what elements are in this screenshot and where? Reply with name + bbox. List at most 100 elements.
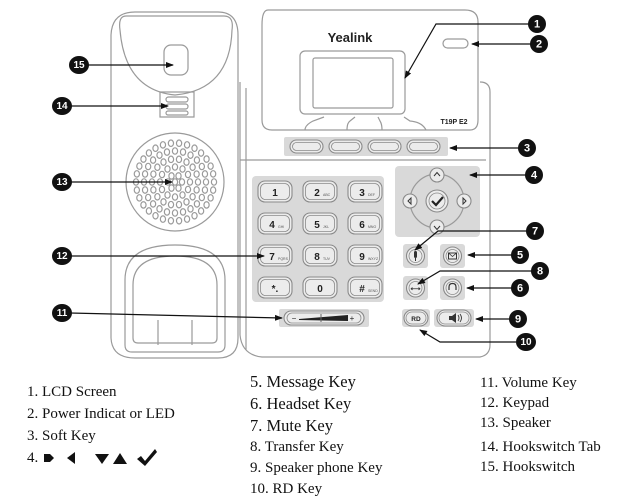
legend-item-4: 4. <box>27 447 175 469</box>
keypad-key-*.[interactable]: *. <box>257 276 293 299</box>
speaker-hole <box>168 184 175 192</box>
ok-key[interactable] <box>425 189 449 213</box>
speaker-hole <box>163 148 171 156</box>
speaker-hole <box>201 170 209 178</box>
speaker-hole <box>152 211 159 220</box>
speaker-hole <box>178 178 186 186</box>
phone-base <box>239 81 491 358</box>
rd-key[interactable]: RD <box>402 309 430 327</box>
speaker-icon <box>449 313 462 323</box>
speaker-hole <box>158 185 166 194</box>
nav-up-key[interactable] <box>429 167 445 183</box>
speaker-hole <box>187 151 194 159</box>
callout-11: 11 <box>52 304 72 322</box>
headset-key[interactable] <box>440 276 465 300</box>
soft-key-3[interactable] <box>367 139 402 154</box>
legend-item-15: 15. Hookswitch <box>480 459 575 475</box>
callout-5: 5 <box>511 246 529 264</box>
callout-10: 10 <box>516 333 536 351</box>
speaker-hole <box>183 215 191 223</box>
speaker-hole <box>201 186 209 194</box>
speaker-hole <box>183 198 190 206</box>
speaker-hole <box>171 209 179 217</box>
keypad-key-0[interactable]: 0 <box>302 276 338 299</box>
keypad-key-1[interactable]: 1 <box>257 180 293 203</box>
speaker-hole <box>183 158 190 166</box>
keypad-key-letters: WXYZ <box>368 257 379 261</box>
keypad-key-letters: SEND <box>368 289 378 293</box>
legend-column-1: 1. LCD Screen 2. Power Indicat or LED 3.… <box>27 381 175 469</box>
callout-14: 14 <box>52 97 72 115</box>
transfer-key[interactable]: ⟷ <box>403 276 428 300</box>
arrow-up-icon <box>113 453 128 464</box>
keypad-key-digit: 2 <box>314 188 320 199</box>
legend-item-9: 9. Speaker phone Key <box>250 460 383 476</box>
soft-key-1[interactable] <box>289 139 324 154</box>
speaker-hole <box>171 193 179 201</box>
svg-text:11: 11 <box>57 308 68 319</box>
hookswitch[interactable] <box>163 44 189 76</box>
speaker-hole <box>154 163 161 172</box>
speaker-hole <box>207 162 214 170</box>
speaker-hole <box>193 156 201 164</box>
soft-key-4[interactable] <box>406 139 441 154</box>
speaker-hole <box>175 200 183 209</box>
speaker-hole <box>189 163 196 172</box>
speaker-hole <box>167 139 175 148</box>
speaker-hole <box>207 194 214 202</box>
speaker-hole <box>187 205 194 213</box>
checkmark-icon <box>137 449 158 466</box>
legend-item-7: 7. Mute Key <box>250 416 333 435</box>
speaker-hole <box>141 186 149 194</box>
speaker-hole <box>154 192 161 201</box>
speaker-hole <box>168 172 175 180</box>
keypad-key-#[interactable]: #SEND <box>347 276 383 299</box>
legend-column-2: 5. Message Key 6. Headset Key 7. Mute Ke… <box>250 371 382 500</box>
speaker-hole <box>150 170 157 178</box>
speaker-hole <box>160 198 167 206</box>
callout-7: 7 <box>526 222 544 240</box>
speaker-hole <box>184 170 192 179</box>
legend-item-13: 13. Speaker <box>480 415 551 431</box>
legend-item-11: 11. Volume Key <box>480 375 577 391</box>
navigation-keys <box>395 166 480 237</box>
soft-key-2[interactable] <box>328 139 363 154</box>
svg-text:2: 2 <box>536 39 542 51</box>
callout-8: 8 <box>531 262 549 280</box>
speaker-hole <box>149 200 157 208</box>
keypad-key-digit: 0 <box>317 284 323 295</box>
message-key[interactable] <box>440 244 465 268</box>
mute-key[interactable] <box>403 244 428 268</box>
speaker-hole <box>136 194 143 202</box>
speaker-hole <box>179 208 187 216</box>
speaker-hole <box>183 141 191 149</box>
headset-icon <box>448 282 457 290</box>
speaker-hole <box>197 149 205 157</box>
microphone-icon <box>414 251 417 261</box>
callout-1: 1 <box>528 15 546 33</box>
svg-text:5: 5 <box>517 250 523 262</box>
nav-left-key[interactable] <box>402 193 418 209</box>
keypad-key-letters: ABC <box>323 193 331 197</box>
svg-text:3: 3 <box>524 143 530 155</box>
keypad-key-digit: 7 <box>269 252 275 263</box>
callout-9: 9 <box>509 310 527 328</box>
speaker-hole <box>141 170 149 178</box>
speakerphone-key[interactable] <box>434 309 474 327</box>
display-housing: Yealink T19P E2 <box>261 9 479 131</box>
arrow-left-icon <box>67 452 76 464</box>
speaker-hole <box>198 193 206 202</box>
volume-key[interactable]: − + <box>279 309 369 327</box>
arrow-right-icon <box>44 454 55 462</box>
nav-right-key[interactable] <box>456 193 472 209</box>
speaker-hole <box>140 201 147 209</box>
rd-label: RD <box>411 316 421 323</box>
